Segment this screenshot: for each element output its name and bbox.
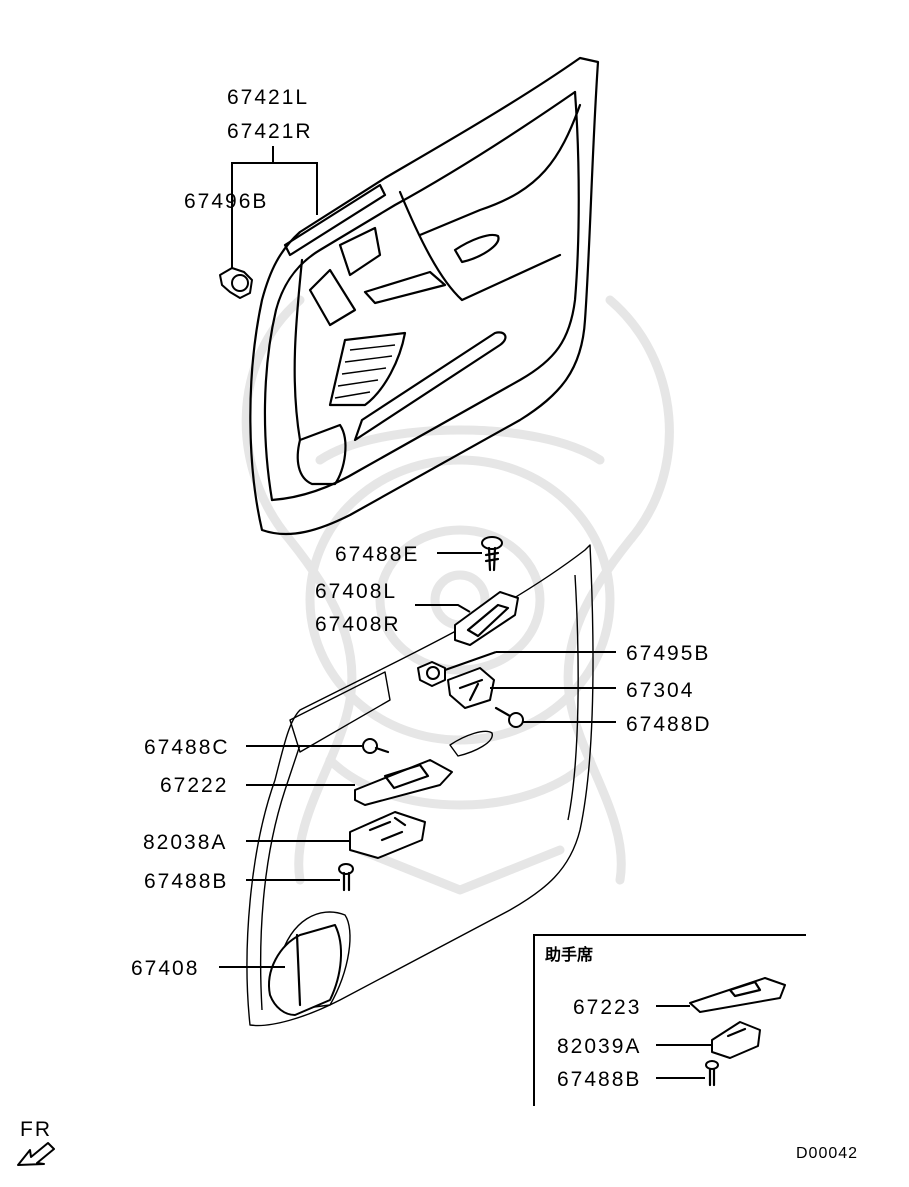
label-67408r: 67408R (315, 613, 401, 636)
door-pocket-67408 (268, 924, 342, 1016)
cap-67495b (417, 661, 446, 687)
label-67488b-passenger: 67488B (557, 1068, 641, 1091)
label-67488c: 67488C (144, 736, 230, 759)
screw-67488c (362, 738, 390, 754)
bracket-67304 (447, 667, 495, 709)
label-67408: 67408 (131, 957, 199, 980)
label-67223: 67223 (573, 996, 641, 1019)
inset-passenger-side (533, 934, 806, 1106)
label-67421r: 67421R (227, 120, 313, 143)
label-67496b: 67496B (184, 190, 268, 213)
screw-67488e (481, 536, 503, 572)
screw-67488d (494, 706, 524, 728)
label-67488d: 67488D (626, 713, 712, 736)
label-67421l: 67421L (227, 86, 309, 109)
watermark-emblem (241, 295, 674, 895)
switch-panel-67222 (354, 759, 453, 806)
label-67488b: 67488B (144, 870, 228, 893)
door-trim-panel (249, 56, 600, 536)
inset-title: 助手席 (545, 945, 593, 964)
label-82039a: 82039A (557, 1035, 641, 1058)
leader-lines (219, 146, 616, 968)
label-67304: 67304 (626, 679, 694, 702)
label-67408l: 67408L (315, 580, 397, 603)
screw-67488b-passenger (705, 1060, 719, 1087)
switch-panel-67223 (689, 977, 786, 1013)
label-67222: 67222 (160, 774, 228, 797)
screw-67488b (338, 863, 354, 892)
front-direction-arrow (17, 1142, 55, 1166)
diagram-code: D00042 (796, 1145, 858, 1162)
door-handle-bezel (454, 591, 519, 646)
window-switch-82039a (711, 1021, 761, 1059)
lower-door-panel-outline (246, 544, 594, 1027)
window-switch-82038a (349, 811, 426, 859)
clip-fastener (219, 267, 253, 299)
direction-label: FR (20, 1118, 52, 1141)
label-82038a: 82038A (143, 831, 227, 854)
label-67488e: 67488E (335, 543, 419, 566)
label-67495b: 67495B (626, 642, 710, 665)
